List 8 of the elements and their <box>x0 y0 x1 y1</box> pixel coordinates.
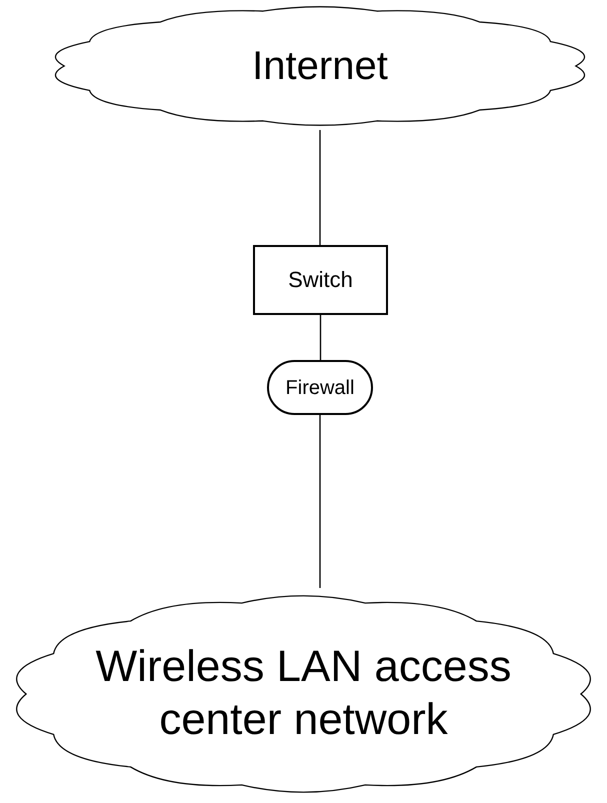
node-label: Internet <box>252 43 388 90</box>
switch-box <box>253 245 388 315</box>
node-label: Wireless LAN access center network <box>94 641 512 746</box>
node-label: Firewall <box>286 376 354 400</box>
connector-line <box>320 315 322 360</box>
connector-line <box>319 130 321 245</box>
connector-line <box>319 415 321 588</box>
node-label: Switch <box>288 266 353 294</box>
